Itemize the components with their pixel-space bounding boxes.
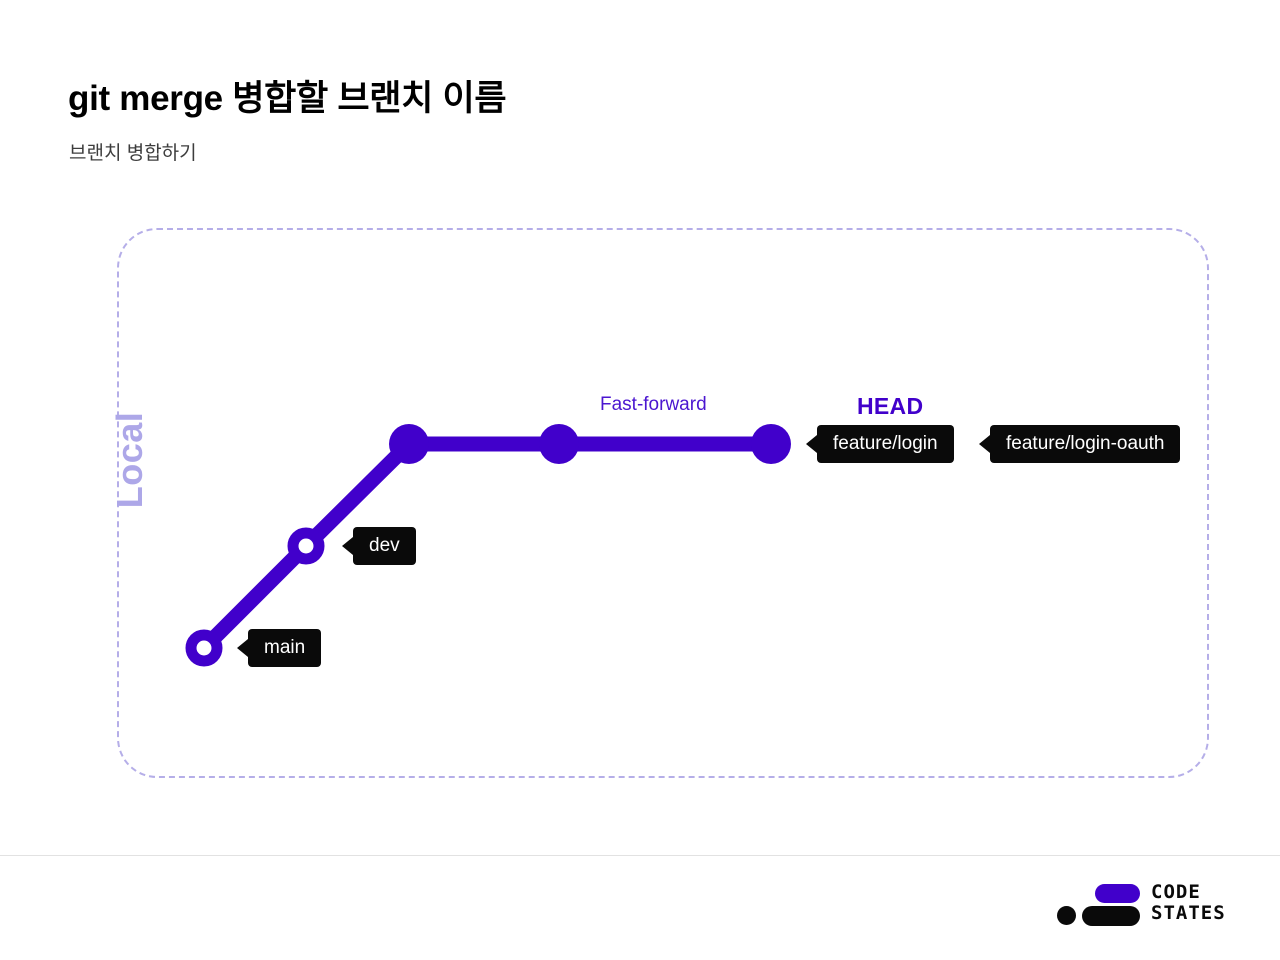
codestates-logo: CODE STATES [1057,880,1225,928]
footer-divider [0,855,1280,856]
commit-node-c5 [751,424,791,464]
graph-nodes [185,424,791,667]
branch-chip-feature-login-oauth[interactable]: feature/login-oauth [990,425,1181,463]
logo-pill-purple-icon [1095,884,1140,903]
logo-line-2: STATES [1151,902,1226,924]
branch-chip-main[interactable]: main [248,629,322,667]
edge-dev-c3 [298,436,417,554]
branch-chip-feature-login[interactable]: feature/login [817,425,954,463]
logo-wordmark: CODE STATES [1151,882,1226,924]
page-subtitle: 브랜치 병합하기 [69,143,197,164]
head-annotation: HEAD [857,393,924,419]
commit-node-c4 [539,424,579,464]
commit-node-main [185,629,223,667]
branch-chip-dev[interactable]: dev [353,527,416,565]
logo-dot-icon [1057,906,1076,925]
page-title: git merge 병합할 브랜치 이름 [68,79,507,118]
logo-line-1: CODE [1151,881,1201,903]
commit-node-c3 [389,424,429,464]
logo-mark-icon [1057,884,1140,926]
logo-pill-black-icon [1082,906,1140,926]
local-region-container [117,228,1209,778]
graph-edges [196,436,779,656]
commit-node-dev [287,527,325,565]
edge-main-dev [196,538,314,656]
fast-forward-annotation: Fast-forward [600,394,707,415]
